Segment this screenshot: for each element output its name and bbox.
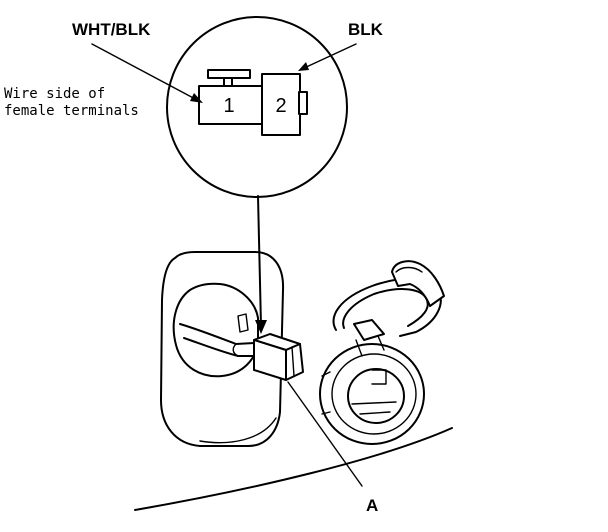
connector-a [253,333,304,381]
leader-a [287,381,363,487]
panel-pocket-inner-edge [199,417,277,444]
body-lower-curve [134,427,453,511]
view-note-line-1: Wire side of [4,86,105,102]
leader-blk-arrowhead [298,62,309,71]
connector-face: 1 2 [198,69,308,136]
filler-cap [391,260,445,307]
harness-lower-edge [183,337,255,357]
lid-ring-inner [342,288,429,329]
callout-magnifier: 1 2 [166,16,348,198]
filler-neck-assembly [319,260,445,445]
filler-flap-2 [351,401,397,415]
filler-neck-rim-mark [321,371,331,415]
wire-color-label-terminal-2: BLK [348,20,384,39]
view-note-line-2: female terminals [4,103,139,119]
lid-hinge-pin-2 [377,335,385,351]
callout-circle [166,16,348,198]
filler-flap [371,369,387,385]
body-panel [134,251,453,511]
wire-harness [179,323,255,357]
connector-a-ridge [291,346,295,377]
filler-neck-inner [347,368,405,424]
component-label-a: A [366,496,378,515]
leader-blk [301,43,357,70]
panel-hole [172,282,259,378]
harness-cap-end [232,343,239,357]
leader-wht-blk-arrowhead [190,93,203,103]
panel-pocket [160,251,285,447]
terminal-2-number: 2 [275,95,286,117]
connector-a-side [285,343,304,381]
filler-neck-middle [331,353,417,435]
filler-cap-top [395,266,423,273]
callout-pointer-line [257,195,262,327]
connector-side-key [298,91,308,115]
lid-hinge [353,319,385,341]
leader-wht-blk [91,43,200,102]
terminal-1-number: 1 [223,95,234,117]
callout-pointer-arrowhead [255,320,267,334]
terminal-2-cavity [261,73,301,136]
panel-hole-lip [237,313,249,333]
filler-neck-outer [319,343,425,445]
wire-color-label-terminal-1: WHT/BLK [72,20,151,39]
terminal-1-cavity [198,85,264,125]
lid-hinge-pin [355,339,363,357]
connector-lock-tab [207,69,251,79]
